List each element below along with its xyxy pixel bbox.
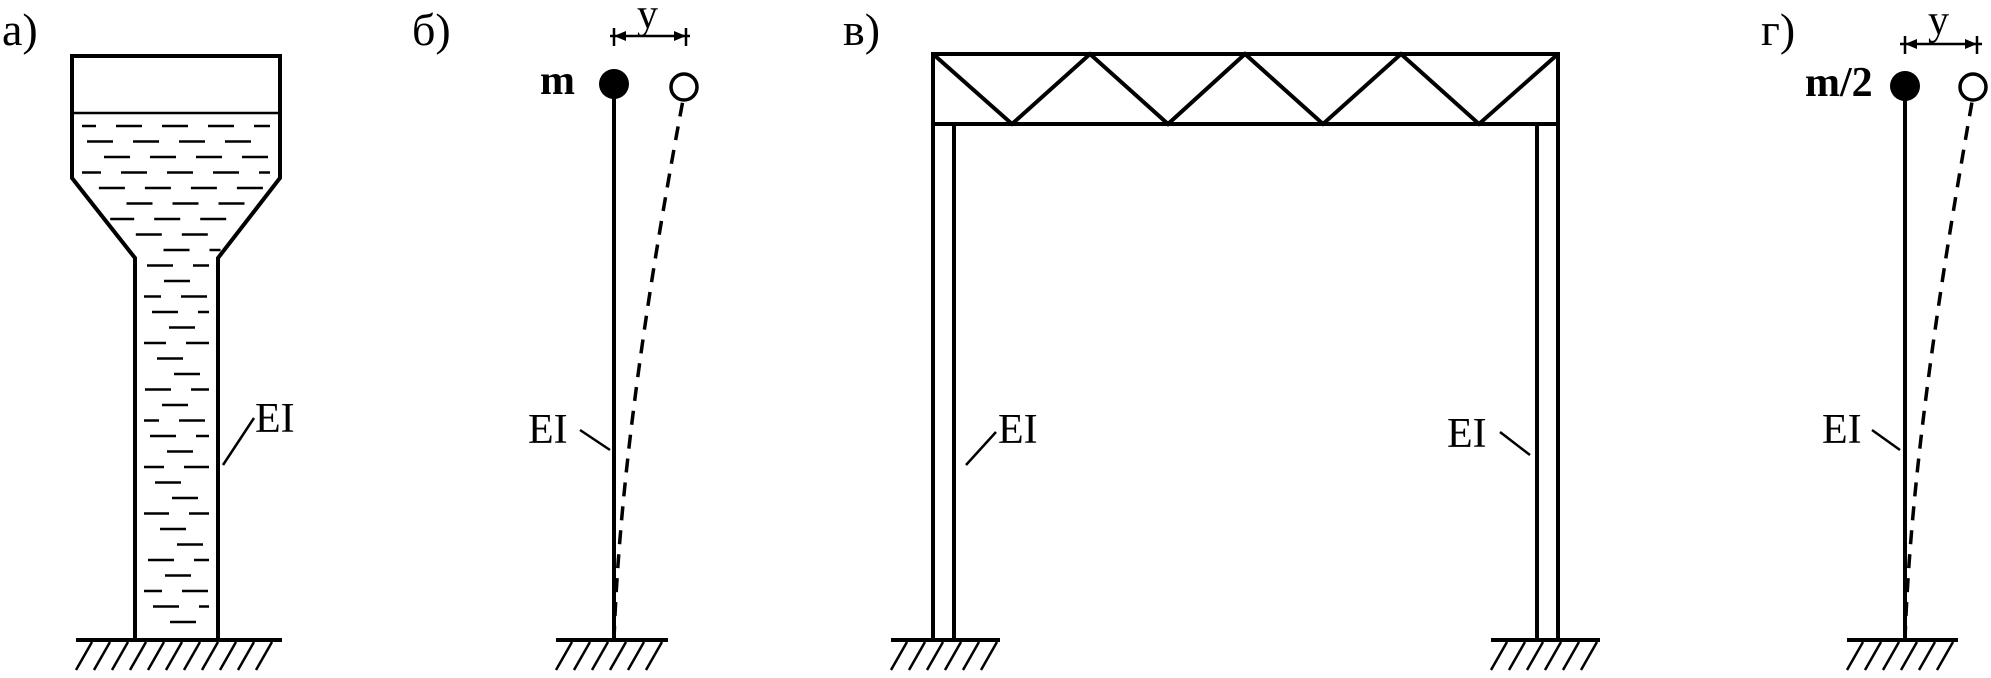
- hatch-stroke: [74, 641, 94, 671]
- hatch-stroke: [1579, 641, 1599, 671]
- ground-hatching: [889, 641, 999, 671]
- hatch-stroke: [889, 641, 909, 671]
- tower-support: [74, 638, 282, 671]
- displacement-dimension: y: [1900, 0, 1982, 54]
- truss-girder: [931, 51, 1560, 127]
- displacement-dimension: y: [610, 0, 690, 46]
- hatch-stroke: [943, 641, 963, 671]
- deflected-shape: [612, 99, 685, 641]
- hatch-stroke: [128, 641, 148, 671]
- column-support: [554, 638, 668, 671]
- right-column: [1535, 124, 1560, 640]
- hatch-stroke: [925, 641, 945, 671]
- tower-stiffness-leader: [221, 417, 256, 466]
- hatch-stroke: [1863, 641, 1883, 671]
- column-stiffness-label: EI: [1822, 407, 1862, 453]
- column-stiffness-leader: [1871, 428, 1901, 452]
- hatch-stroke: [572, 641, 592, 671]
- displacement-label: y: [637, 0, 658, 38]
- panel-v: в) EI EI: [843, 4, 1600, 671]
- panel-g-label: г): [1761, 4, 1795, 55]
- left-column-stiffness-label: EI: [998, 407, 1038, 453]
- hatch-stroke: [626, 641, 646, 671]
- water-tower: [70, 54, 282, 642]
- hatch-stroke: [146, 641, 166, 671]
- hatch-stroke: [200, 641, 220, 671]
- mass-label: m: [540, 58, 575, 104]
- hatch-stroke: [1935, 641, 1955, 671]
- ground-hatching: [1845, 641, 1955, 671]
- hatch-stroke: [92, 641, 112, 671]
- right-support: [1489, 638, 1600, 671]
- ground-hatching: [1489, 641, 1599, 671]
- displaced-mass: [1958, 72, 1988, 102]
- hatch-stroke: [608, 641, 628, 671]
- displaced-mass: [669, 72, 699, 102]
- column-support: [1845, 638, 1958, 671]
- panel-g: г) m/2 y EI: [1761, 0, 1988, 671]
- tower-outline: [70, 54, 282, 642]
- hatch-stroke: [164, 641, 184, 671]
- panel-a: а) EI: [2, 4, 295, 671]
- hatch-stroke: [961, 641, 981, 671]
- right-column-stiffness-label: EI: [1447, 411, 1487, 457]
- left-support: [889, 638, 1000, 671]
- displacement-label: y: [1928, 0, 1949, 44]
- hatch-stroke: [1525, 641, 1545, 671]
- ground-hatching: [554, 641, 664, 671]
- hatch-stroke: [1507, 641, 1527, 671]
- mass-point: [1890, 71, 1920, 101]
- deflected-shape: [1903, 101, 1974, 641]
- left-column: [931, 124, 956, 640]
- hatch-stroke: [1845, 641, 1865, 671]
- ground-hatching: [74, 641, 274, 671]
- panel-v-label: в): [843, 4, 880, 55]
- truss-chords: [931, 52, 1560, 126]
- hatch-stroke: [236, 641, 256, 671]
- column-stiffness-leader: [579, 428, 611, 452]
- mass-label: m/2: [1805, 60, 1873, 106]
- panel-a-label: а): [2, 4, 38, 55]
- right-column-stiffness-leader: [1499, 431, 1531, 456]
- hatch-stroke: [1489, 641, 1509, 671]
- hatch-stroke: [254, 641, 274, 671]
- tower-stiffness-label: EI: [255, 396, 295, 442]
- mass-point: [599, 69, 629, 99]
- panel-b: б) m y EI: [412, 0, 699, 671]
- hatch-stroke: [907, 641, 927, 671]
- hatch-stroke: [1543, 641, 1563, 671]
- hatch-stroke: [1881, 641, 1901, 671]
- panel-b-label: б): [412, 4, 451, 55]
- hatch-stroke: [644, 641, 664, 671]
- hatch-stroke: [1899, 641, 1919, 671]
- column-stiffness-label: EI: [528, 407, 568, 453]
- truss-diagonals: [931, 51, 1560, 127]
- hatch-stroke: [1561, 641, 1581, 671]
- hatch-stroke: [590, 641, 610, 671]
- hatch-stroke: [1917, 641, 1937, 671]
- water-fill: [82, 124, 270, 624]
- hatch-stroke: [979, 641, 999, 671]
- hatch-stroke: [218, 641, 238, 671]
- hatch-stroke: [182, 641, 202, 671]
- hatch-stroke: [110, 641, 130, 671]
- left-column-stiffness-leader: [965, 431, 997, 466]
- hatch-stroke: [554, 641, 574, 671]
